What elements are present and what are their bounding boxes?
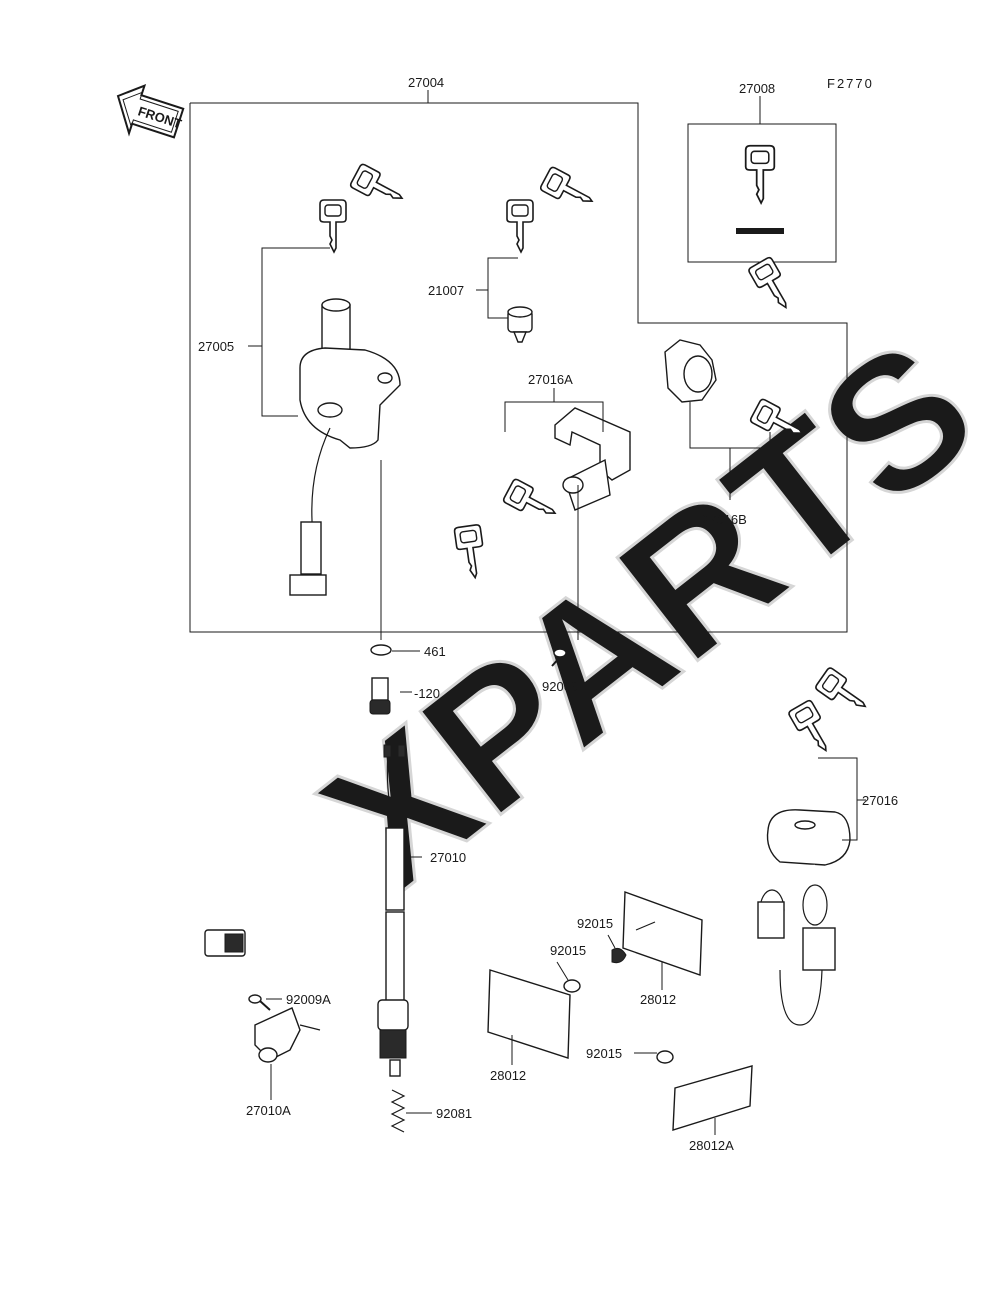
part-label-27010: 27010 (430, 850, 466, 865)
screw-icon (551, 648, 567, 667)
part-label-21007: 21007 (428, 283, 464, 298)
lock-cylinder-icon (506, 165, 599, 343)
washer-icon (370, 644, 392, 656)
part-label-27008: 27008 (739, 81, 775, 96)
spring-icon (390, 1089, 406, 1133)
bolt-icon (369, 677, 391, 715)
key-icon (744, 144, 776, 204)
part-label-28012-right: 28012 (640, 992, 676, 1007)
rear-switch-icon (101, 902, 321, 1063)
part-label-27004: 27004 (408, 75, 444, 90)
part-label-92081: 92081 (436, 1106, 472, 1121)
part-label-27016B: 27016B (702, 512, 747, 527)
chain-lock-icon (757, 665, 873, 1026)
front-arrow: FRONT (116, 83, 185, 139)
seat-lock-icon (664, 255, 809, 447)
part-label-92015-upper: 92015 (577, 916, 613, 931)
part-label-461: 461 (424, 644, 446, 659)
kit-frame-27004 (189, 90, 848, 633)
part-label-27010A: 27010A (246, 1103, 291, 1118)
part-label-120: -120 (414, 686, 440, 701)
part-label-27005: 27005 (198, 339, 234, 354)
part-labels: 27004 27008 27005 21007 27016A 27016B 46… (198, 75, 898, 1153)
part-label-28012A: 28012A (689, 1138, 734, 1153)
part-label-28012-left: 28012 (490, 1068, 526, 1083)
part-label-92015-middle: 92015 (550, 943, 586, 958)
part-label-92015-lower: 92015 (586, 1046, 622, 1061)
reflector-icon (487, 891, 753, 1131)
part-label-27016: 27016 (862, 793, 898, 808)
figure-code: F2770 (827, 76, 874, 91)
part-label-92009A: 92009A (286, 992, 331, 1007)
ignition-switch-icon (289, 162, 409, 596)
switch-wire-icon (377, 744, 409, 1077)
part-label-92009: 92009 (542, 679, 578, 694)
key-blank-27008-box (687, 96, 837, 263)
helmet-lock-icon (453, 407, 631, 581)
part-label-27016A: 27016A (528, 372, 573, 387)
